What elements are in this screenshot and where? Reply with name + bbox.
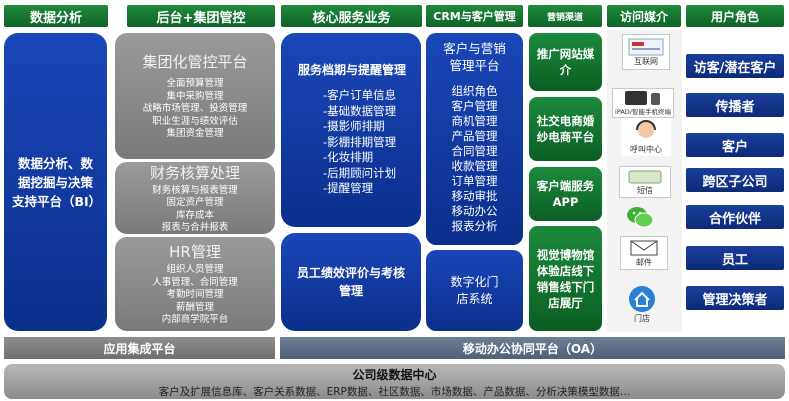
data-center-title: 公司级数据中心 [352,368,437,382]
list-item: 全面预算管理 [166,78,224,90]
crm-title: 客户与营销管理平台 [443,41,506,73]
list-item: -影棚排期管理 [323,134,397,149]
media-label: 门店 [634,313,650,323]
list-item: 报表分析 [451,219,498,233]
media-tablet: iPAD/智能手机终端 [612,88,674,118]
role-partner: 合作伙伴 [686,205,784,229]
channel-label: 客户端服务APP [536,179,595,209]
list-item: -摄影师排期 [323,119,385,133]
media-label: 呼叫中心 [630,144,662,154]
list-item: -后期顾问计划 [323,165,397,180]
internet-icon [628,38,664,55]
media-email: 邮件 [620,236,668,270]
list-item: 考勤时间管理 [166,289,224,301]
crm-panel: 客户与营销管理平台 组织角色 客户管理 商机管理 产品管理 合同管理 收款管理 … [426,33,523,245]
app-integration-bar: 应用集成平台 [4,337,275,359]
crm-list: 组织角色 客户管理 商机管理 产品管理 合同管理 收款管理 订单管理 移动审批 … [452,84,498,234]
digital-store-label: 数字化门店系统 [450,274,499,306]
list-item: 客户管理 [451,99,498,113]
list-item: 集中采购管理 [166,90,224,102]
media-call-center: 呼叫中心 [621,118,671,156]
list-item: 收款管理 [451,159,498,173]
hr-title: HR管理 [169,243,221,262]
list-item: 财务核算与报表管理 [152,184,238,196]
media-wechat [625,204,655,230]
tablet-phone-icon [625,91,660,105]
media-sms: 短信 [619,166,671,198]
bi-platform-label: 数据分析、数据挖掘与决策支持平台（BI） [12,155,102,209]
list-item: -提醒管理 [323,181,374,195]
role-spreader: 传播者 [686,93,784,117]
digital-store-panel: 数字化门店系统 [426,250,523,331]
list-item: 人事管理、合同管理 [152,276,238,288]
email-icon [630,240,658,255]
list-item: 战略市场管理、投资管理 [142,103,248,115]
list-item: 薪酬管理 [175,301,214,313]
channel-label: 视觉博物馆体验店线下销售线下门店展厅 [536,247,595,310]
channel-social-ecommerce: 社交电商婚纱电商平台 [529,97,602,161]
wechat-icon [627,207,654,228]
finance-list: 财务核算与报表管理 固定资产管理 库存成本 报表与合并报表 [152,185,238,235]
list-item: 移动办公 [451,204,498,218]
list-item: 产品管理 [451,129,498,143]
list-item: 合同管理 [451,144,498,158]
data-center-bar: 公司级数据中心 客户及扩展信息库、客户关系数据、ERP数据、社区数据、市场数据、… [4,364,785,399]
hr-list: 组织人员管理 人事管理、合同管理 考勤时间管理 薪酬管理 内部商学院平台 [152,264,238,327]
service-schedule-title: 服务档期与提醒管理 [297,63,406,77]
role-customer: 客户 [686,133,784,157]
channel-offline-store: 视觉博物馆体验店线下销售线下门店展厅 [529,226,602,331]
header-data-analysis: 数据分析 [4,5,108,27]
list-item: 商机管理 [451,114,498,128]
role-decision-maker: 管理决策者 [686,286,784,310]
oa-bar: 移动办公协同平台（OA） [280,337,785,359]
hr-panel: HR管理 组织人员管理 人事管理、合同管理 考勤时间管理 薪酬管理 内部商学院平… [115,237,275,331]
channel-website: 推广网站媒介 [529,33,602,91]
role-visitor: 访客/潜在客户 [686,54,784,78]
media-internet: 互联网 [622,34,670,70]
list-item: -基础数据管理 [323,103,397,118]
list-item: 内部商学院平台 [161,314,229,326]
media-store: 门店 [620,280,664,328]
performance-label: 员工绩效评价与考核管理 [296,266,405,298]
media-label: 短信 [637,185,653,195]
list-item: 组织角色 [451,84,498,98]
header-core: 核心服务业务 [281,5,422,27]
channel-label: 社交电商婚纱电商平台 [536,114,595,144]
list-item: 订单管理 [451,174,498,188]
data-center-subtitle: 客户及扩展信息库、客户关系数据、ERP数据、社区数据、市场数据、产品数据、分析决… [158,386,631,398]
group-control-list: 全面预算管理 集中采购管理 战略市场管理、投资管理 职业生涯与绩效评估 集团资金… [143,78,248,141]
group-control-panel: 集团化管控平台 全面预算管理 集中采购管理 战略市场管理、投资管理 职业生涯与绩… [115,33,275,159]
list-item: -化妆排期 [323,150,374,164]
list-item: 集团资金管理 [166,128,224,140]
role-employee: 员工 [686,246,784,270]
service-schedule-list: -客户订单信息 -基础数据管理 -摄影师排期 -影棚排期管理 -化妆排期 -后期… [297,88,415,197]
list-item: 组织人员管理 [166,264,224,276]
call-center-icon [636,119,656,138]
header-channels: 营销渠道 [528,5,602,27]
sms-icon [628,170,662,183]
header-crm: CRM与客户管理 [426,5,523,27]
bi-platform-panel: 数据分析、数据挖掘与决策支持平台（BI） [4,33,107,331]
header-backend: 后台+集团管控 [127,5,275,27]
list-item: 报表与合并报表 [161,222,229,233]
media-label: 邮件 [636,257,652,267]
role-subsidiary: 跨区子公司 [686,168,784,192]
service-schedule-panel: 服务档期与提醒管理 -客户订单信息 -基础数据管理 -摄影师排期 -影棚排期管理… [281,33,421,227]
list-item: 固定资产管理 [166,197,224,208]
channel-app: 客户端服务APP [529,167,602,221]
store-icon [629,285,655,312]
header-roles: 用户角色 [686,5,784,27]
finance-title: 财务核算处理 [149,163,240,182]
media-label: 互联网 [634,56,658,66]
list-item: 移动审批 [451,189,498,203]
finance-panel: 财务核算处理 财务核算与报表管理 固定资产管理 库存成本 报表与合并报表 [115,162,275,234]
group-control-title: 集团化管控平台 [142,53,248,72]
list-item: -客户订单信息 [323,88,397,102]
list-item: 库存成本 [175,209,214,221]
header-media: 访问媒介 [607,5,681,27]
list-item: 职业生涯与绩效评估 [152,115,238,127]
channel-label: 推广网站媒介 [536,47,595,77]
performance-panel: 员工绩效评价与考核管理 [281,233,421,331]
media-label: iPAD/智能手机终端 [615,108,671,116]
